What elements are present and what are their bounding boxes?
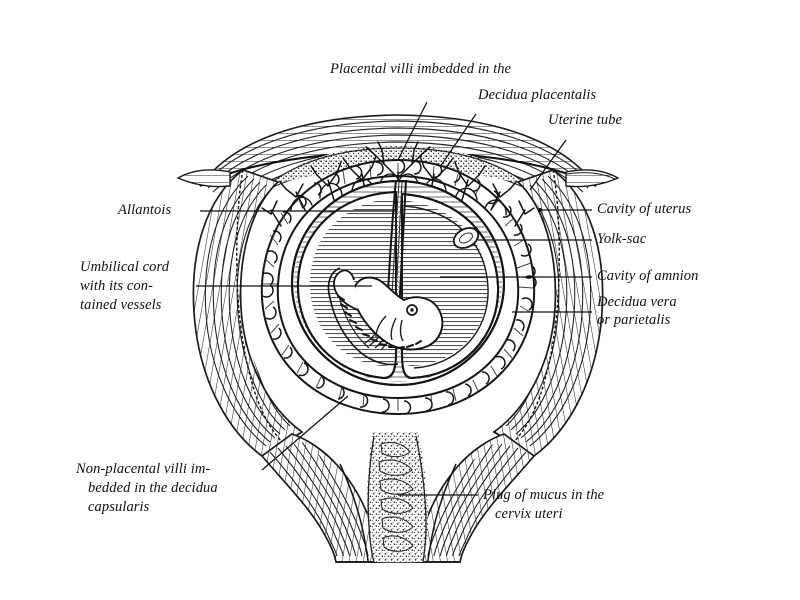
yolk-sac <box>452 227 480 249</box>
label-uterine-tube: Uterine tube <box>548 112 623 128</box>
uterine-tube-left-stub <box>176 169 231 188</box>
label-placental-villi-line1: Placental villi imbedded in the <box>330 61 512 77</box>
leader-non-placental-villi <box>261 395 349 471</box>
label-cavity-of-amnion: Cavity of amnion <box>597 268 699 284</box>
cervical-canal-mucus-plug <box>367 432 428 563</box>
leader-lines <box>196 101 592 496</box>
label-umbilical-cord-line2: with its con- <box>80 278 153 294</box>
label-plug-of-mucus-line1: Plug of mucus in the <box>483 487 605 503</box>
label-yolk-sac: Yolk-sac <box>597 231 647 247</box>
leader-placental-villi <box>397 101 428 161</box>
cervix-left <box>260 433 381 563</box>
label-decidua-vera-line2: or parietalis <box>597 312 671 328</box>
uterine-tube <box>565 169 620 188</box>
leader-uterine-tube <box>529 139 567 191</box>
label-umbilical-cord-line3: tained vessels <box>80 297 162 313</box>
label-decidua-vera-line1: Decidua vera <box>597 294 677 310</box>
label-decidua-placentalis: Decidua placentalis <box>478 87 597 103</box>
label-plug-of-mucus-line2: cervix uteri <box>495 506 563 522</box>
label-umbilical-cord-line1: Umbilical cord <box>80 259 170 275</box>
embryo <box>327 267 444 366</box>
label-non-placental-villi-line1: Non-placental villi im- <box>76 461 211 477</box>
label-cavity-of-uterus: Cavity of uterus <box>597 201 692 217</box>
leader-decidua-placentalis <box>439 113 477 168</box>
label-non-placental-villi-line2: bedded in the decidua <box>88 480 218 496</box>
label-non-placental-villi-line3: capsularis <box>88 499 150 515</box>
placental-villi <box>261 141 535 227</box>
label-allantois: Allantois <box>118 202 172 218</box>
capsularis-villi <box>262 159 537 415</box>
